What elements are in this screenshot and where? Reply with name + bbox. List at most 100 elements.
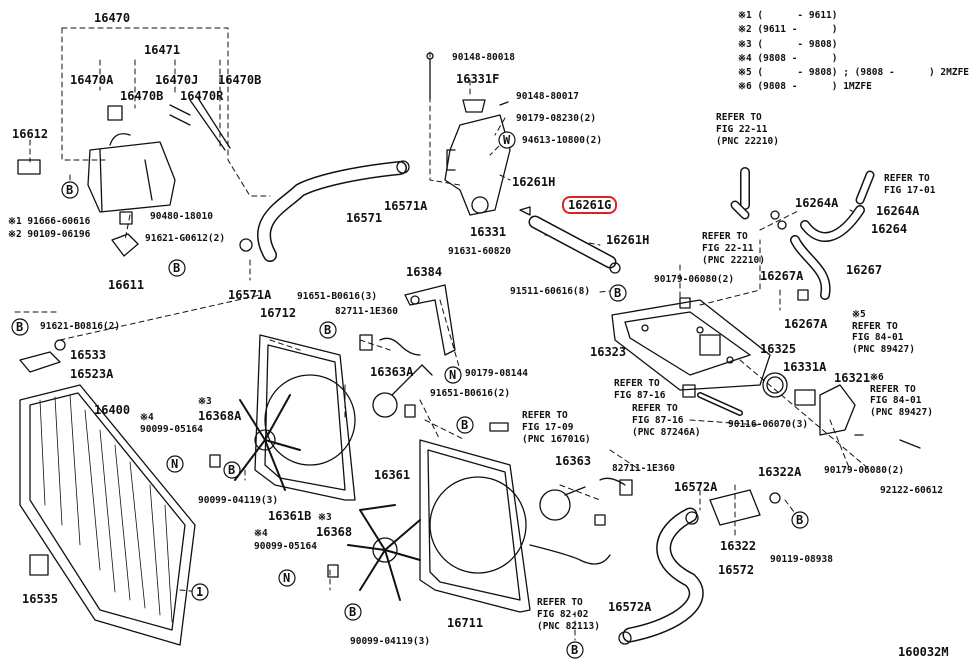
part-label[interactable]: 92122-60612 (880, 485, 943, 496)
marker-one-text: 1 (196, 585, 204, 599)
refer-block[interactable]: ※5 REFER TO FIG 84-01 (PNC 89427) (852, 309, 915, 355)
lower-radiator-hose (618, 489, 761, 645)
marker-n-text: N (449, 368, 457, 382)
part-label[interactable]: 16470 (94, 11, 131, 25)
fan-bracket (404, 284, 456, 356)
part-label[interactable]: 16368 (316, 525, 353, 539)
part-label[interactable]: 16264 (871, 222, 908, 236)
year-legend: ※1 ( - 9611) ※2 (9611 - ) ※3 ( - 9808) ※… (738, 9, 969, 95)
part-label[interactable]: 16264A (876, 204, 920, 218)
part-label[interactable]: 16571 (346, 211, 383, 225)
part-label[interactable]: 16267A (760, 269, 804, 283)
part-label[interactable]: 90179-08144 (465, 368, 528, 379)
part-label[interactable]: 16368A (198, 409, 242, 423)
part-label[interactable]: 16361B (268, 509, 312, 523)
marker-b-2 (168, 259, 186, 277)
refer-block[interactable]: REFER TO FIG 17-01 (884, 173, 935, 197)
part-label[interactable]: 16322A (758, 465, 802, 479)
part-label[interactable]: 82711-1E360 (612, 463, 675, 474)
part-label[interactable]: 16611 (108, 278, 145, 292)
marker-star: ※3 (318, 512, 332, 523)
refer-line: FIG 87-16 (614, 390, 666, 401)
part-label[interactable]: 90099-05164 (140, 424, 203, 435)
part-label[interactable]: 90099-05164 (254, 541, 317, 552)
part-label[interactable]: 16470J (155, 73, 199, 87)
part-label[interactable]: 16470B (218, 73, 262, 87)
part-label[interactable]: 91651-B0616(2) (430, 388, 511, 399)
part-label[interactable]: 16712 (260, 306, 297, 320)
part-label[interactable]: 16325 (760, 342, 797, 356)
fan-shroud-right (419, 439, 531, 613)
part-label[interactable]: 16363 (555, 454, 592, 468)
part-label[interactable]: 16331 (470, 225, 507, 239)
refer-line: (PNC 87246A) (632, 427, 701, 438)
refer-block[interactable]: ※6 REFER TO FIG 84-01 (PNC 89427) (870, 372, 933, 418)
part-label[interactable]: 16572A (608, 600, 652, 614)
refer-block[interactable]: REFER TO FIG 17-09 (PNC 16701G) (522, 410, 591, 446)
part-label[interactable]: 16361 (374, 468, 411, 482)
part-label[interactable]: 91621-B0816(2) (40, 321, 121, 332)
part-label[interactable]: 16470B (120, 89, 164, 103)
part-label[interactable]: ※1 91666-60616 (8, 216, 91, 227)
part-label[interactable]: 16384 (406, 265, 443, 279)
part-label[interactable]: 16400 (94, 403, 131, 417)
refer-block[interactable]: REFER TO FIG 22-11 (PNC 22210) (716, 112, 779, 148)
part-label[interactable]: 90179-08230(2) (516, 113, 597, 124)
refer-line: FIG 17-01 (884, 185, 936, 196)
part-label[interactable]: 16267 (846, 263, 883, 277)
part-label[interactable]: 16572A (674, 480, 718, 494)
part-label[interactable]: 16535 (22, 592, 59, 606)
part-label[interactable]: 90116-06070(3) (728, 419, 809, 430)
refer-line: (PNC 22210) (702, 255, 765, 266)
part-label[interactable]: 16470R (180, 89, 224, 103)
refer-line: FIG 84-01 (870, 395, 922, 406)
part-label[interactable]: 90099-04119(3) (350, 636, 431, 647)
part-label[interactable]: 91651-B0616(3) (297, 291, 378, 302)
part-label[interactable]: 90480-18010 (150, 211, 213, 222)
part-label[interactable]: 16321 (834, 371, 871, 385)
part-label[interactable]: 16572 (718, 563, 755, 577)
part-label[interactable]: ※2 90109-06196 (8, 229, 91, 240)
part-label[interactable]: 16612 (12, 127, 49, 141)
part-label[interactable]: 82711-1E360 (335, 306, 398, 317)
part-label[interactable]: 16571A (384, 199, 428, 213)
part-label[interactable]: 90119-08938 (770, 554, 833, 565)
refer-block[interactable]: REFER TO FIG 22-11 (PNC 22210) (702, 231, 765, 267)
part-label[interactable]: 16523A (70, 367, 114, 381)
part-label[interactable]: 16571A (228, 288, 272, 302)
refer-line: (PNC 89427) (852, 343, 915, 355)
part-label[interactable]: 16261H (606, 233, 650, 247)
part-label[interactable]: 90148-80018 (452, 52, 515, 63)
part-label[interactable]: 16363A (370, 365, 414, 379)
refer-block[interactable]: REFER TO FIG 87-16 (614, 378, 665, 402)
part-label[interactable]: 90179-06080(2) (654, 274, 735, 285)
part-label[interactable]: 91511-60616(8) (510, 286, 591, 297)
refer-block[interactable]: REFER TO FIG 87-16 (PNC 87246A) (632, 403, 701, 439)
marker-star: ※3 (198, 396, 212, 407)
part-label[interactable]: 90179-06080(2) (824, 465, 905, 476)
part-label[interactable]: 16470A (70, 73, 114, 87)
part-label[interactable]: 16261H (512, 175, 556, 189)
part-label[interactable]: 16471 (144, 43, 181, 57)
part-label[interactable]: 16711 (447, 616, 484, 630)
part-label[interactable]: 16331F (456, 72, 500, 86)
part-label[interactable]: 94613-10800(2) (522, 135, 603, 146)
refer-line: REFER TO (614, 378, 660, 389)
highlighted-part-label[interactable]: 16261G (562, 196, 618, 214)
part-label[interactable]: 91631-60820 (448, 246, 511, 257)
part-label[interactable]: 16331A (783, 360, 827, 374)
part-label[interactable]: 16264A (795, 196, 839, 210)
marker-w-text: W (503, 133, 511, 147)
part-label[interactable]: 90148-80017 (516, 91, 579, 102)
part-label[interactable]: 16267A (784, 317, 828, 331)
refer-line: REFER TO (702, 231, 748, 242)
marker-b-text: B (614, 286, 622, 300)
part-label[interactable]: 91621-G0612(2) (145, 233, 226, 244)
part-label[interactable]: 16323 (590, 345, 627, 359)
refer-line: REFER TO (852, 320, 898, 332)
refer-block[interactable]: REFER TO FIG 82-02 (PNC 82113) (537, 597, 600, 633)
part-label[interactable]: 16533 (70, 348, 107, 362)
part-label[interactable]: 16322 (720, 539, 757, 553)
part-label[interactable]: 90099-04119(3) (198, 495, 279, 506)
